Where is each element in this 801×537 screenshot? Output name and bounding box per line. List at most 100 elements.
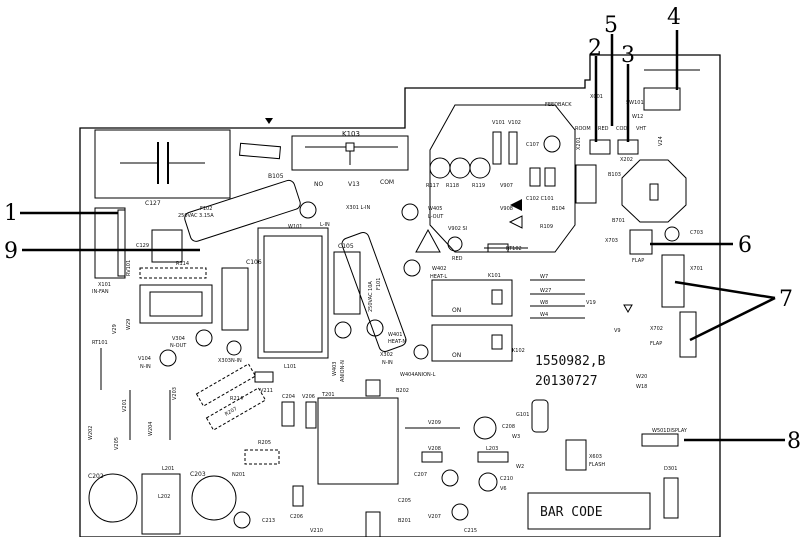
r117-label: R117 <box>426 183 439 189</box>
c105-label: C105 <box>338 243 354 250</box>
l203-label: L203 <box>486 446 498 452</box>
b201-label: B201 <box>398 518 411 524</box>
f102-rating-label: 250VAC 3.15A <box>178 213 214 219</box>
x603-label: X603 <box>589 454 602 460</box>
w405-label: W405 <box>428 206 443 212</box>
v210-label: V210 <box>310 528 323 534</box>
in-fan-label: IN-FAN <box>92 289 109 295</box>
rt101-label: RT101 <box>92 340 108 346</box>
v6-label: V6 <box>500 486 507 492</box>
v205-label: V205 <box>114 437 120 450</box>
x301-label: X301 L-IN <box>346 205 371 211</box>
buzzer-b701 <box>621 159 687 223</box>
w101-label: W101 <box>288 224 303 230</box>
c102-c101-label: C102 C101 <box>526 196 554 202</box>
c205-label: C205 <box>398 498 411 504</box>
com-label: COM <box>380 179 394 186</box>
c208-label: C208 <box>502 424 515 430</box>
l101-label: L101 <box>284 364 296 370</box>
v206-label: V206 <box>302 394 315 400</box>
w2-label: W2 <box>516 464 524 470</box>
callout-3: 3 <box>621 43 635 68</box>
v9-label: V9 <box>614 328 621 334</box>
w402-label: W402 <box>432 266 447 272</box>
small-caps-row <box>429 157 491 179</box>
n-in-label: N-IN <box>140 364 151 370</box>
w29-label: W29 <box>126 319 132 330</box>
w204-label: W204 <box>148 422 154 437</box>
c213-label: C213 <box>262 518 275 524</box>
v29-label: V29 <box>112 324 118 334</box>
flap2-label: FLAP <box>650 341 662 347</box>
octagon-zone <box>429 104 576 253</box>
b104-label: B104 <box>552 206 565 212</box>
red-label: RED <box>452 256 463 262</box>
w18-label: W18 <box>636 384 647 390</box>
on1-label: ON <box>452 307 461 314</box>
w4-label: W4 <box>540 312 548 318</box>
c207-label: C207 <box>414 472 427 478</box>
x201-label: X201 <box>576 137 582 150</box>
n201-label: N201 <box>232 472 245 478</box>
c204-label: C204 <box>282 394 295 400</box>
b105-label: B105 <box>268 173 284 180</box>
w404-label: W404ANION-L <box>400 372 436 378</box>
x101-label: X101 <box>98 282 111 288</box>
x303-label: X303N-IN <box>218 358 242 364</box>
callout-leaders <box>20 30 785 442</box>
flap1-label: FLAP <box>632 258 644 264</box>
d301-label: D301 <box>664 466 677 472</box>
v211-label: V211 <box>260 388 273 394</box>
f102-label: F102 <box>200 206 212 212</box>
flash-label: FLASH <box>589 462 605 468</box>
b103-label: B103 <box>608 172 621 178</box>
v208-label: V208 <box>428 446 441 452</box>
v101-label: V101 <box>492 120 505 126</box>
v907-label: V907 <box>500 183 513 189</box>
c203-label: C203 <box>190 471 206 478</box>
v209-label: V209 <box>428 420 441 426</box>
c215-label: C215 <box>464 528 477 534</box>
w12-label: W12 <box>632 114 643 120</box>
w3-label: W3 <box>512 434 520 440</box>
heat-l-label: HEAT-L <box>430 274 447 280</box>
c202-label: C202 <box>88 473 104 480</box>
c106-label: C106 <box>246 259 262 266</box>
c127-label: C127 <box>145 200 161 207</box>
sw101-label: SW101 <box>626 100 644 106</box>
b202-label: B202 <box>396 388 409 394</box>
relay-k103 <box>239 118 409 171</box>
t201-label: T201 <box>321 392 335 398</box>
w27-label: W27 <box>540 288 551 294</box>
capacitor-block <box>94 129 231 199</box>
red2-label: RED <box>598 126 609 132</box>
v201-label: V201 <box>122 399 128 412</box>
l-in-label: L-IN <box>320 222 330 228</box>
v304-label: V304 <box>172 336 185 342</box>
v102-label: V102 <box>508 120 521 126</box>
callout-1: 1 <box>4 201 18 226</box>
anion-n-label: ANION-N <box>340 360 346 382</box>
x703-label: X703 <box>605 238 618 244</box>
g101-label: G101 <box>516 412 529 418</box>
w401-label: W401 <box>388 332 403 338</box>
r119-label: R119 <box>472 183 485 189</box>
x202-label: X202 <box>620 157 633 163</box>
board-title-left: 1550982,B <box>535 354 606 369</box>
callout-5: 5 <box>604 13 618 38</box>
v104-label: V104 <box>138 356 151 362</box>
r207-label: R207 <box>224 406 238 418</box>
r114-label: R114 <box>176 261 189 267</box>
v24-label: V24 <box>658 136 664 146</box>
c107-label: C107 <box>526 142 539 148</box>
k101-label: K101 <box>488 273 501 279</box>
n-out-label: N-OUT <box>170 343 187 349</box>
callout-4: 4 <box>667 5 681 30</box>
v902-label: V902 SI <box>448 226 467 232</box>
b701-label: B701 <box>612 218 625 224</box>
r205-label: R205 <box>258 440 271 446</box>
r109-label: R109 <box>540 224 553 230</box>
v203-label: V203 <box>172 387 178 400</box>
v207-label: V207 <box>428 514 441 520</box>
w7-label: W7 <box>540 274 548 280</box>
